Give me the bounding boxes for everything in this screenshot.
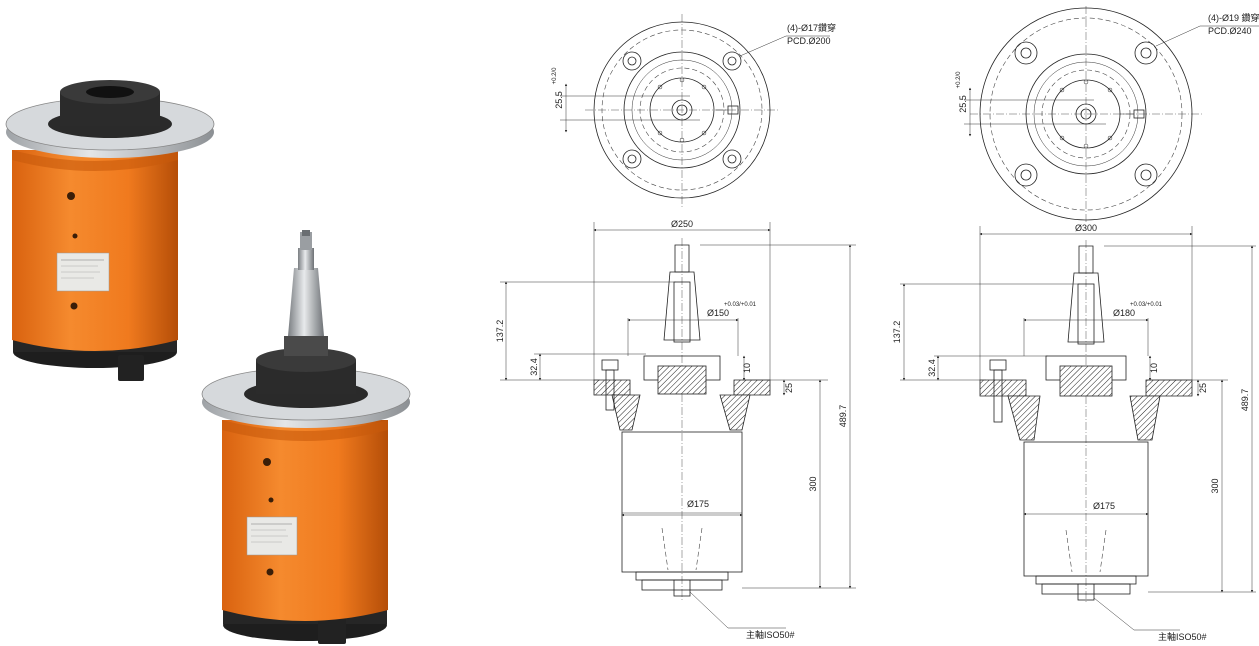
offset-dim: 25.5 <box>958 95 968 113</box>
flange-dia-label: Ø250 <box>671 219 693 229</box>
flange-dia-label: Ø300 <box>1075 223 1097 233</box>
bolt-hole <box>1014 41 1038 65</box>
spindle-note: 主軸ISO50# <box>746 629 795 640</box>
bolt-hole <box>622 51 642 71</box>
overall-length-label: 489.7 <box>838 405 848 428</box>
offset-tol: +0.2/0 <box>956 71 962 89</box>
hole-note: (4)-Ø17鑽穿 <box>787 22 836 33</box>
offset-dim: 25.5 <box>554 91 564 109</box>
small-top-view: 25.5 +0.2/0 (4)-Ø17鑽穿 PCD.Ø200 <box>552 14 836 208</box>
bolt-hole <box>722 149 742 169</box>
overall-length-label: 489.7 <box>1240 389 1250 412</box>
bolt-hole <box>1014 163 1038 187</box>
height-top-label: 137.2 <box>892 321 902 344</box>
pcd-note: PCD.Ø240 <box>1208 26 1252 36</box>
bolt-hole <box>722 51 742 71</box>
product-photo-unit-a <box>5 80 215 381</box>
bolt-hole <box>622 149 642 169</box>
bore-tol-label: +0.03/+0.01 <box>724 302 757 308</box>
bore-tol-label: +0.03/+0.01 <box>1130 302 1163 308</box>
hole-note: (4)-Ø19 鑽穿 <box>1208 12 1259 23</box>
height-step-label: 32.4 <box>529 358 539 376</box>
offset-tol: +0.2/0 <box>552 67 558 85</box>
height-step-label: 32.4 <box>927 359 937 377</box>
body-length-label: 300 <box>808 476 818 491</box>
body-length-label: 300 <box>1210 478 1220 493</box>
body-dia-label: Ø175 <box>687 499 709 509</box>
height-top-label: 137.2 <box>495 320 505 343</box>
large-side-view: Ø300 Ø180 +0.03/+0.01 Ø175 137.2 32.4 10 <box>892 223 1256 642</box>
bolt-hole <box>1134 163 1158 187</box>
dim-10-label: 10 <box>1149 363 1159 373</box>
dim-25-label: 25 <box>784 383 794 393</box>
spindle-note: 主軸ISO50# <box>1158 631 1207 642</box>
large-top-view: 25.5 +0.2/0 (4)-Ø19 鑽穿 PCD.Ø240 <box>956 6 1259 224</box>
pcd-note: PCD.Ø200 <box>787 36 831 46</box>
bolt-hole <box>1134 41 1158 65</box>
bore-dia-label: Ø180 <box>1113 308 1135 318</box>
body-dia-label: Ø175 <box>1093 501 1115 511</box>
bore-dia-label: Ø150 <box>707 308 729 318</box>
dim-10-label: 10 <box>742 363 752 373</box>
small-side-view: Ø250 Ø150 +0.03/+0.01 Ø175 <box>495 219 856 640</box>
dim-25-label: 25 <box>1198 383 1208 393</box>
product-photo-unit-b <box>201 230 411 644</box>
